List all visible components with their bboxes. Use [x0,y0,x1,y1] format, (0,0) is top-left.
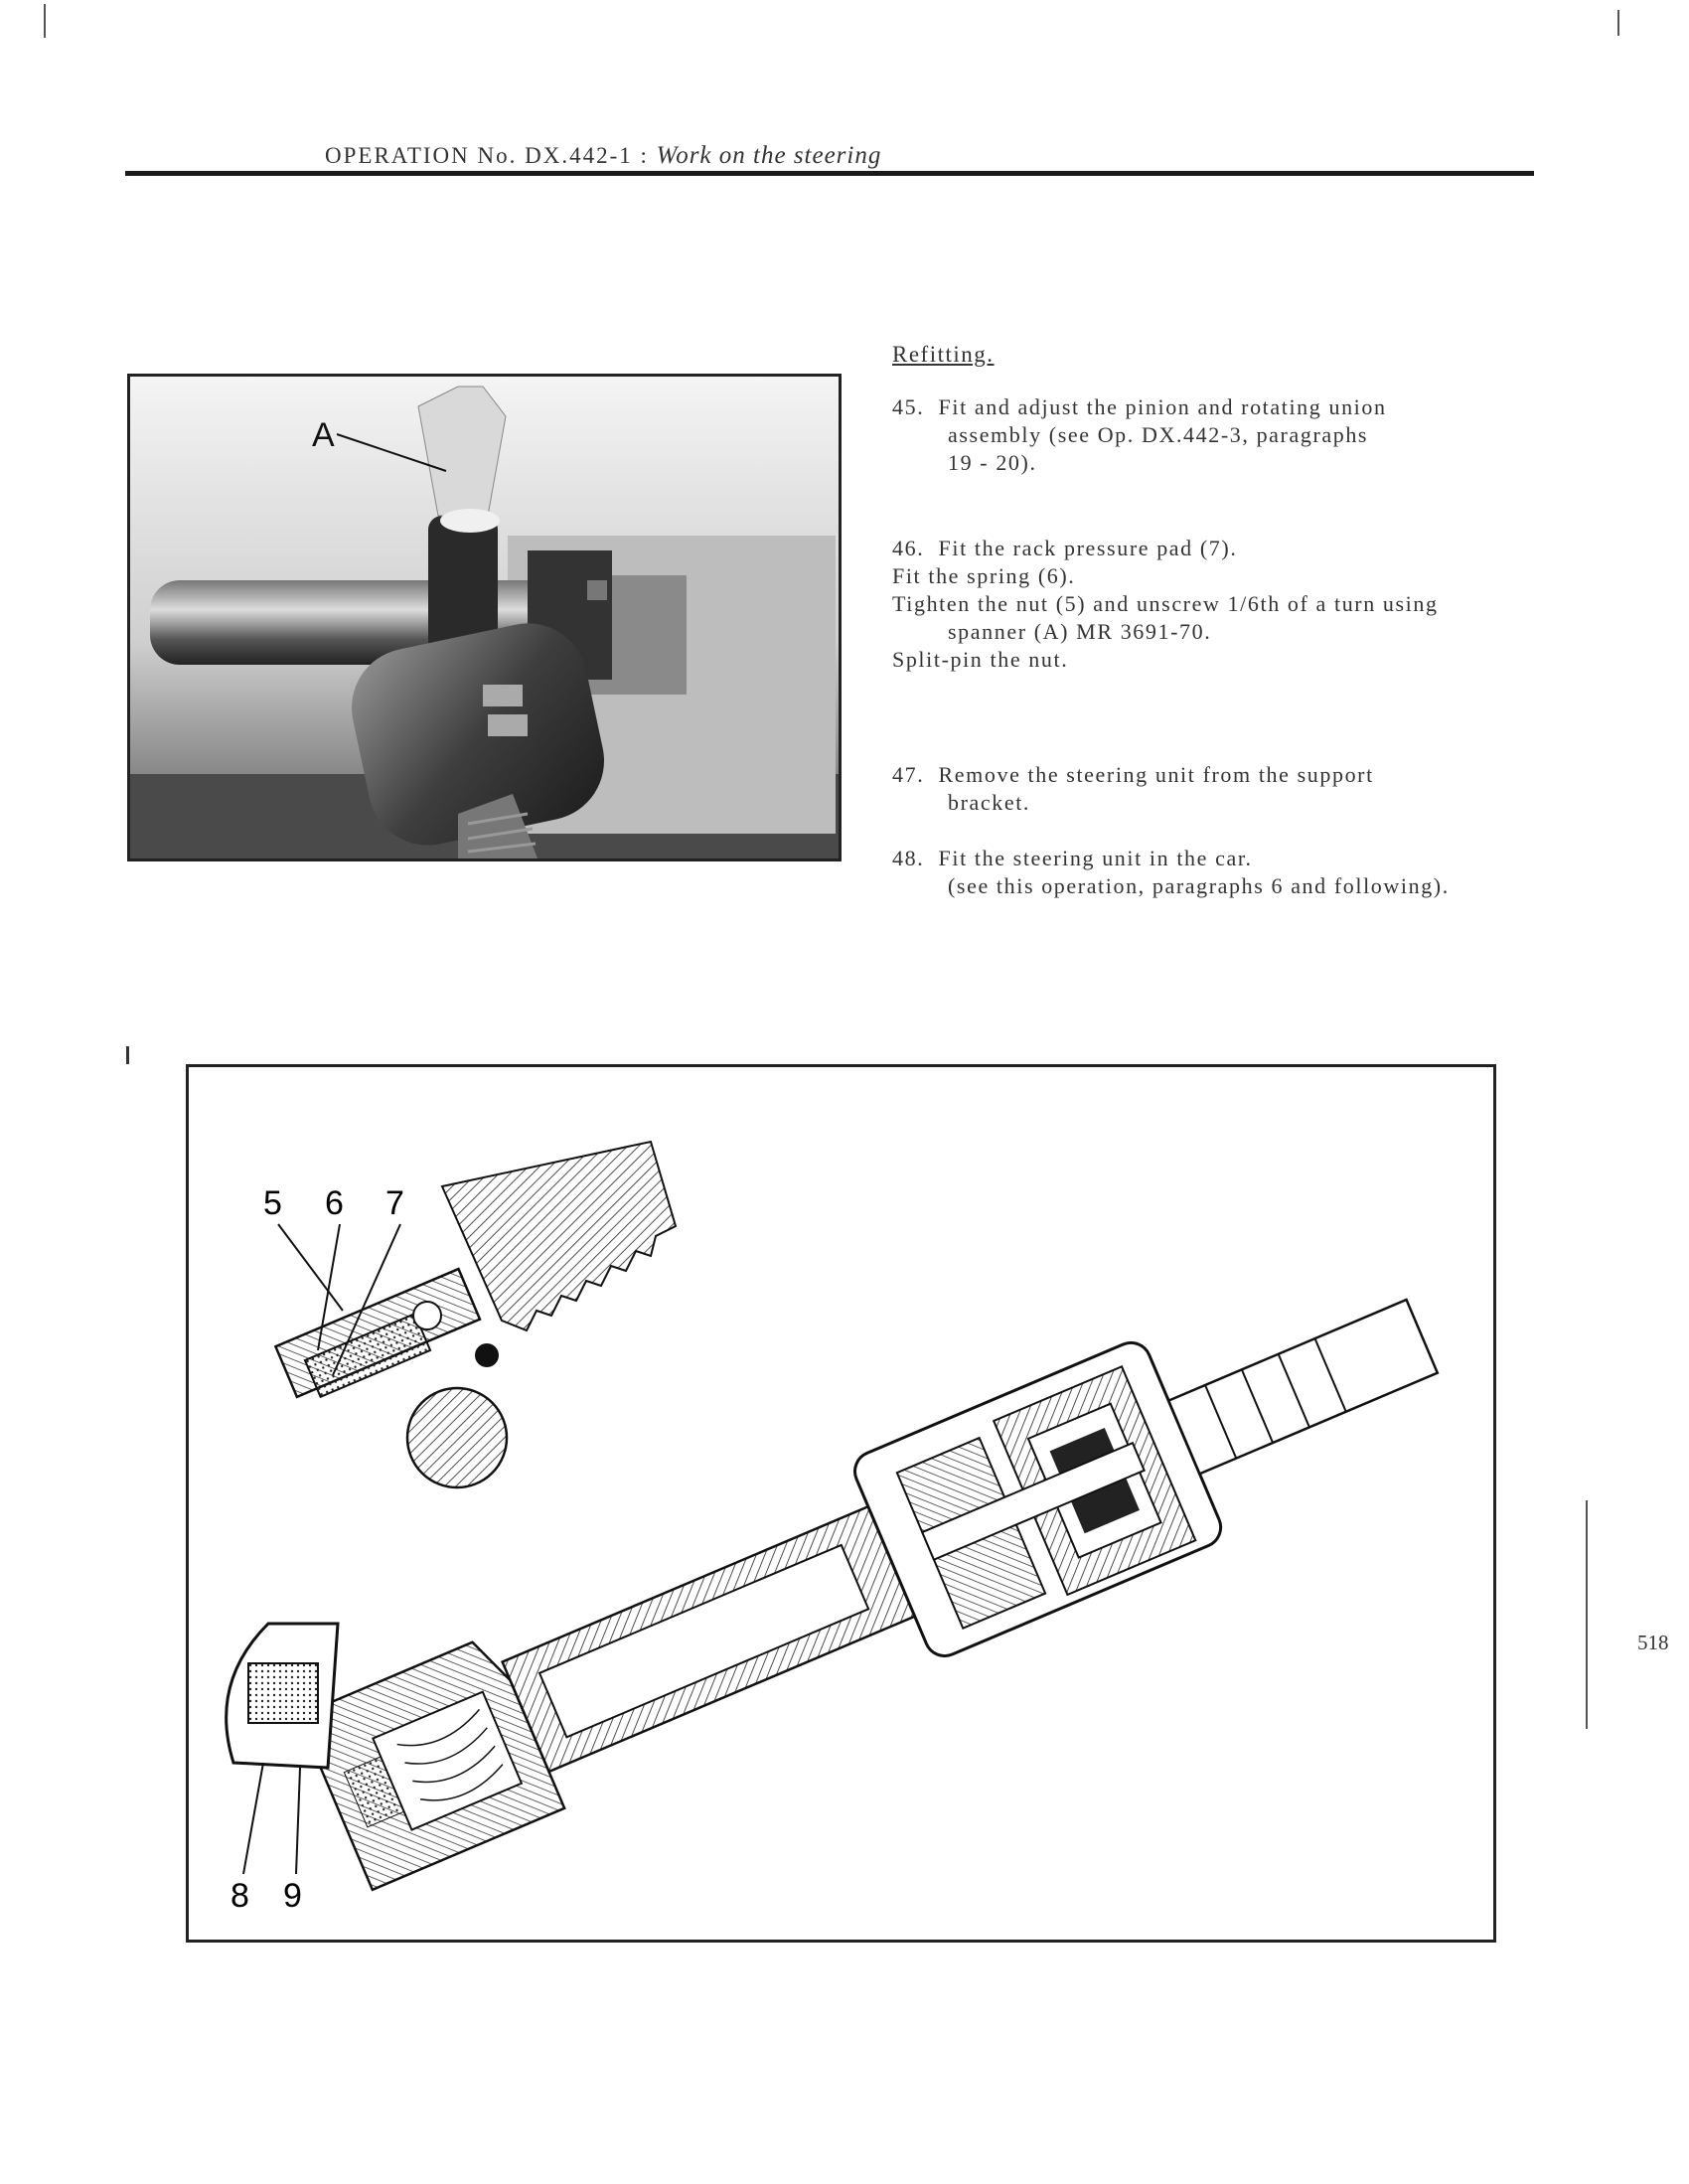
step-line: Split-pin the nut. [892,647,1069,672]
scan-mark [126,1046,129,1064]
steering-photo: A [127,374,842,861]
step-45: 45. Fit and adjust the pinion and rotati… [892,393,1568,477]
steering-cutaway-drawing: 5 6 7 8 9 [225,1140,1440,1915]
step-line: Fit the spring (6). [892,563,1076,588]
header-rule [125,171,1534,176]
operation-title: Work on the steering [656,142,882,169]
photo-label-a: A [312,416,335,454]
callout-9: 9 [283,1877,302,1915]
step-line: bracket. [948,790,1031,815]
step-46: 46. Fit the rack pressure pad (7). Fit t… [892,535,1588,674]
step-line: spanner (A) MR 3691-70. [948,619,1212,644]
operation-label: OPERATION No. DX.442-1 : [325,143,649,168]
page-number: 518 [1637,1631,1669,1654]
scan-mark [1617,10,1619,36]
step-line: Fit the steering unit in the car. [938,846,1253,870]
scan-mark [44,4,46,38]
callout-6: 6 [325,1184,344,1222]
section-title: Refitting. [892,342,995,367]
step-line: Fit the rack pressure pad (7). [938,536,1238,560]
step-number: 45. [892,394,925,419]
callout-5: 5 [263,1184,282,1222]
step-number: 46. [892,536,925,560]
callout-7: 7 [385,1184,404,1222]
step-47: 47. Remove the steering unit from the su… [892,761,1568,817]
step-48: 48. Fit the steering unit in the car. (s… [892,845,1608,900]
step-line: assembly (see Op. DX.442-3, paragraphs [948,422,1369,447]
scan-mark [1586,1500,1588,1729]
step-line: Fit and adjust the pinion and rotating u… [938,394,1387,419]
step-line: (see this operation, paragraphs 6 and fo… [948,873,1450,898]
step-number: 48. [892,846,925,870]
page-header: OPERATION No. DX.442-1 : Work on the ste… [325,142,881,170]
step-number: 47. [892,762,925,787]
callout-8: 8 [230,1877,249,1915]
steering-cutaway-diagram: 5 6 7 8 9 [186,1064,1496,1943]
steering-photo-image: A [130,377,839,858]
step-line: Tighten the nut (5) and unscrew 1/6th of… [892,591,1439,616]
step-line: Remove the steering unit from the suppor… [938,762,1374,787]
step-line: 19 - 20). [948,450,1037,475]
